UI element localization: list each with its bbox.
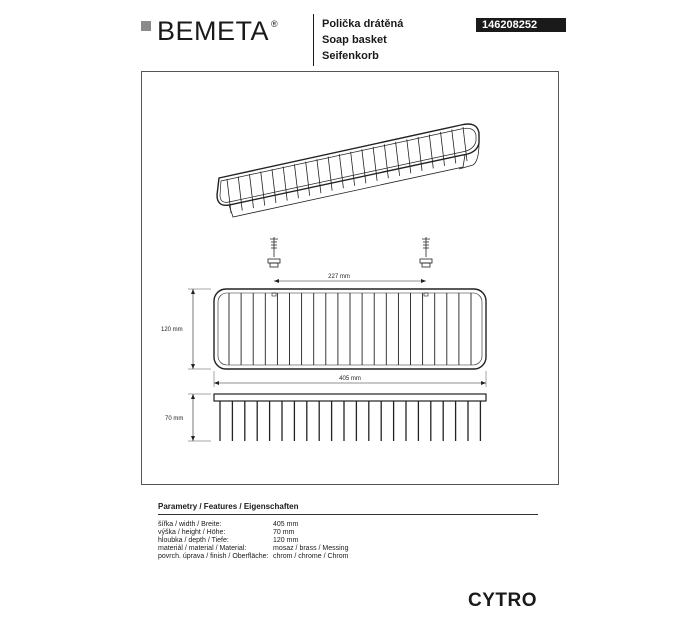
wire — [428, 134, 434, 169]
param-value: mosaz / brass / Messing — [273, 545, 349, 552]
wire — [451, 129, 457, 164]
brand-name: BEMETA — [157, 16, 270, 46]
parameters-title: Parametry / Features / Eigenschaften — [158, 502, 299, 511]
param-value: 120 mm — [273, 537, 299, 544]
param-label: výška / height / Höhe: — [158, 529, 226, 536]
wire — [462, 126, 468, 162]
param-row: povrch. úprava / finish / Oberfläche: ch… — [158, 553, 558, 561]
wire — [440, 131, 445, 166]
wire — [406, 139, 412, 174]
wire — [383, 144, 389, 179]
wire — [237, 176, 243, 211]
dim-label-mounting: 227 mm — [328, 274, 350, 280]
perspective-wires — [226, 126, 468, 214]
wire — [316, 159, 322, 194]
side-view-wires — [219, 401, 482, 441]
param-label: materiál / material / Material: — [158, 545, 247, 552]
dim-label-depth: 120 mm — [161, 327, 183, 333]
mount-screw-left — [267, 237, 281, 268]
wire — [338, 154, 344, 189]
wire — [361, 149, 367, 184]
basket-rim-side — [213, 393, 487, 402]
wire — [417, 136, 423, 171]
basket-outline-top — [213, 288, 487, 370]
wire — [282, 166, 288, 201]
model-name: CYTRO — [468, 590, 537, 611]
logo-square-icon — [141, 21, 151, 31]
mount-screw-right — [419, 237, 433, 268]
product-titles: Polička drátěná Soap basket Seifenkorb — [322, 16, 403, 64]
wire — [372, 146, 378, 181]
wire — [260, 171, 266, 206]
header-divider — [313, 14, 314, 66]
param-label: šířka / width / Breite: — [158, 521, 222, 528]
dim-label-height: 70 mm — [165, 416, 183, 422]
technical-drawing: 227 mm 120 mm 405 mm 70 mm — [161, 123, 487, 442]
parameters-section: Parametry / Features / Eigenschaften šíř… — [158, 502, 558, 561]
top-view — [188, 237, 487, 387]
param-row: hloubka / depth / Tiefe: 120 mm — [158, 537, 558, 545]
title-de: Seifenkorb — [322, 50, 379, 62]
wire — [226, 178, 232, 214]
wire — [294, 164, 299, 199]
param-label: hloubka / depth / Tiefe: — [158, 537, 229, 544]
title-en: Soap basket — [322, 34, 387, 46]
wire — [271, 169, 277, 204]
title-cz: Polička drátěná — [322, 18, 404, 30]
param-value: 405 mm — [273, 521, 299, 528]
dim-label-width: 405 mm — [339, 376, 361, 382]
side-view — [188, 393, 487, 442]
wire — [305, 161, 311, 196]
param-row: materiál / material / Material: mosaz / … — [158, 545, 558, 553]
param-label: povrch. úprava / finish / Oberfläche: — [158, 553, 269, 560]
wire — [327, 156, 333, 191]
wire — [350, 151, 356, 186]
perspective-view — [216, 123, 480, 218]
drawing-frame — [141, 71, 559, 485]
param-value: 70 mm — [273, 529, 295, 536]
param-value: chrom / chrome / Chrom — [273, 553, 349, 560]
brand-logo: BEMETA ® — [141, 17, 278, 45]
wire — [395, 141, 400, 176]
trademark-symbol: ® — [271, 19, 278, 29]
top-view-wires — [228, 293, 472, 365]
parameters-rule — [158, 514, 538, 515]
param-row: šířka / width / Breite: 405 mm — [158, 521, 558, 529]
param-row: výška / height / Höhe: 70 mm — [158, 529, 558, 537]
product-code: 146208252 — [476, 18, 566, 32]
wire — [249, 174, 254, 209]
